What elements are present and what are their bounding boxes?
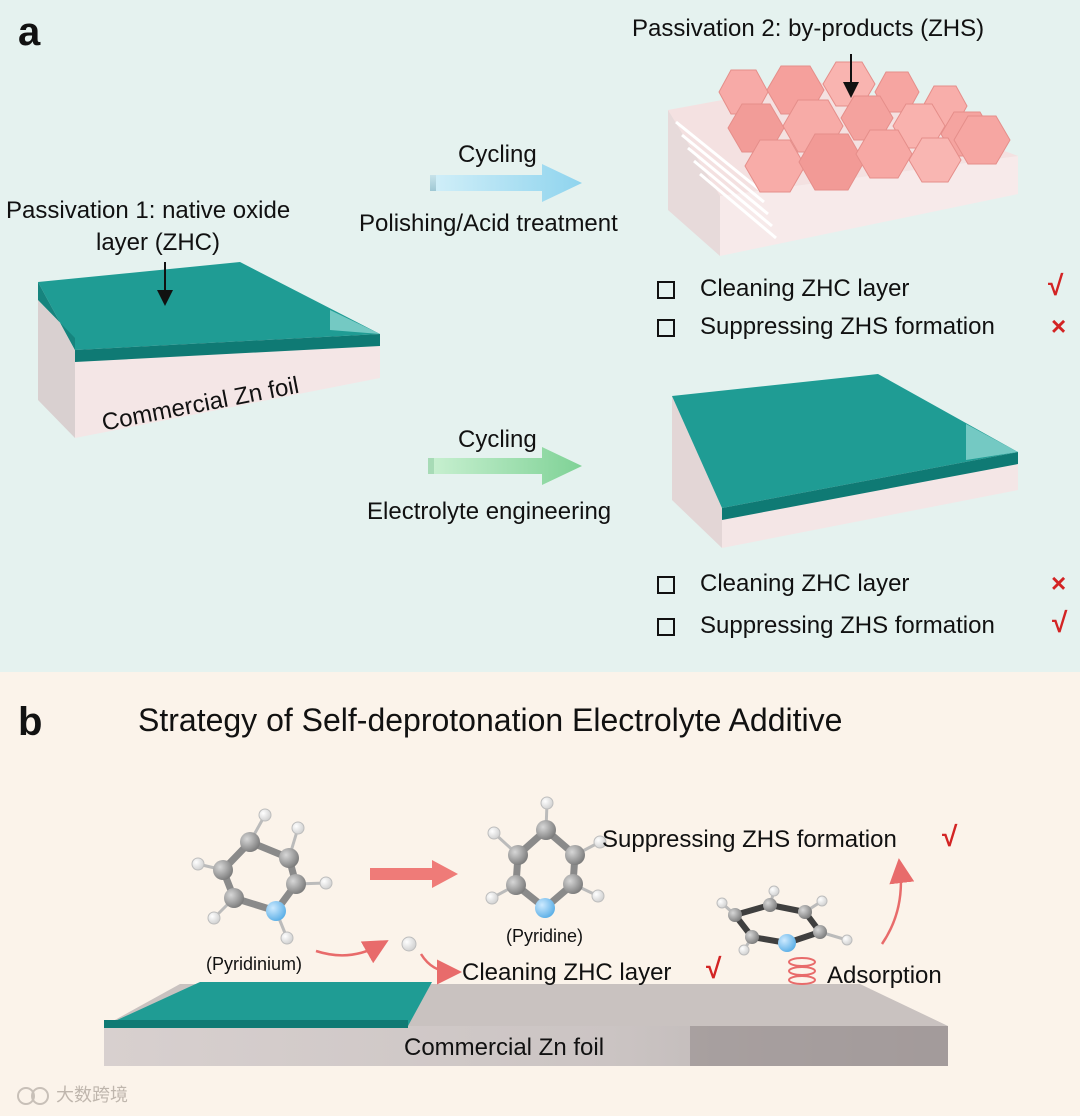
clean-arrow — [419, 953, 462, 985]
panel-b-title: Strategy of Self-deprotonation Electroly… — [138, 702, 843, 738]
cross-mark: × — [1051, 568, 1067, 598]
checkbox — [657, 319, 675, 337]
suppress-text: Suppressing ZHS formation — [602, 826, 897, 853]
arrow-bottom — [428, 447, 582, 485]
checkbox — [657, 576, 675, 594]
zhs-crystals — [718, 61, 1011, 193]
checkbox — [657, 618, 675, 636]
suppress-arrow — [880, 858, 915, 945]
watermark-text: 大数跨境 — [56, 1085, 128, 1105]
checkbox — [657, 281, 675, 299]
bottom-check-2-text: Suppressing ZHS formation — [700, 612, 995, 639]
check-mark: √ — [942, 821, 958, 852]
panel-b-label: b — [18, 700, 43, 744]
passivation1-line2: layer (ZHC) — [96, 229, 220, 256]
passivation1-line1: Passivation 1: native oxide — [6, 197, 291, 224]
pyridine-label: (Pyridine) — [506, 926, 584, 946]
bottom-arrow-above: Cycling — [458, 426, 537, 453]
clean-slab — [672, 374, 1018, 548]
check-mark: √ — [706, 953, 722, 984]
adsorbed-pyridine — [716, 885, 853, 956]
pyridinium-molecule — [191, 808, 333, 945]
top-arrow-above: Cycling — [458, 141, 537, 168]
arrow-top — [430, 164, 582, 202]
proton-arrow — [315, 940, 389, 964]
cross-mark: × — [1051, 311, 1067, 341]
adsorption-text: Adsorption — [827, 962, 942, 989]
watermark-logo — [17, 1087, 49, 1105]
top-arrow-below: Polishing/Acid treatment — [359, 210, 618, 237]
foil-label-b: Commercial Zn foil — [404, 1034, 605, 1061]
passivation2-label: Passivation 2: by-products (ZHS) — [632, 15, 985, 42]
panel-a-label: a — [18, 10, 41, 54]
foil-b — [104, 982, 948, 1066]
clean-text: Cleaning ZHC layer — [462, 959, 672, 986]
top-check-1-text: Cleaning ZHC layer — [700, 275, 910, 302]
zn-foil-slab — [38, 262, 380, 438]
pyridine-molecule — [485, 796, 607, 918]
bottom-check-1-text: Cleaning ZHC layer — [700, 570, 910, 597]
deprotonation-arrow — [370, 860, 458, 888]
top-check-2-text: Suppressing ZHS formation — [700, 313, 995, 340]
check-mark: √ — [1048, 270, 1064, 301]
check-mark: √ — [1052, 607, 1068, 638]
pyridinium-label: (Pyridinium) — [206, 954, 303, 974]
bottom-arrow-below: Electrolyte engineering — [367, 498, 612, 525]
adsorption-coil — [788, 957, 816, 985]
proton — [401, 936, 417, 952]
